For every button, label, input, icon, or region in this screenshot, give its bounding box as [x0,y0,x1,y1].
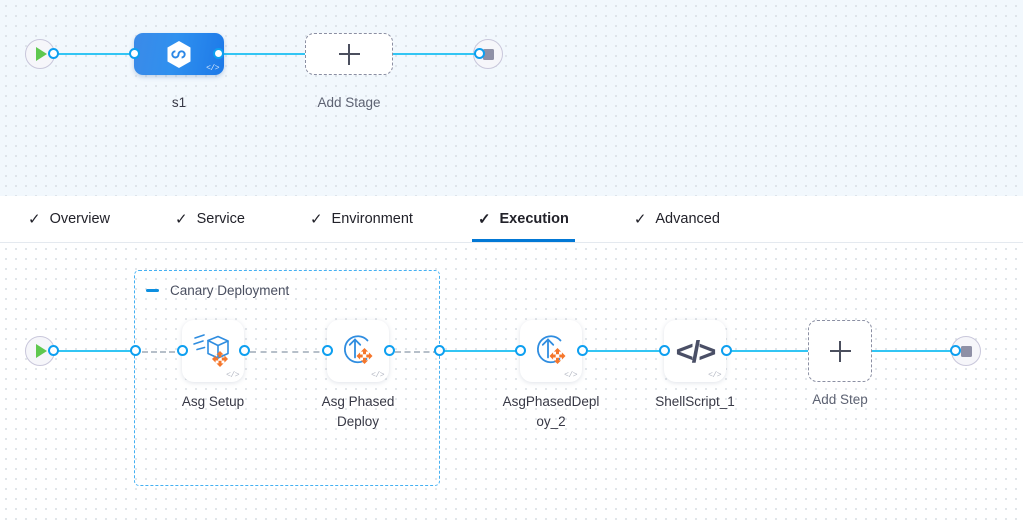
step-asg-phased-deploy-label: Asg Phased Deploy [313,392,403,432]
step-code-badge[interactable]: </> [564,371,577,380]
tab-environment[interactable]: ✓ Environment [304,196,419,242]
stage-config-tabs[interactable]: ✓ Overview ✓ Service ✓ Environment ✓ Exe… [0,196,1023,243]
group-in-port[interactable] [130,345,141,356]
stage-link-end [392,52,480,55]
exec-end-node[interactable] [951,336,981,366]
minus-icon[interactable] [146,289,159,292]
tab-advanced-label: Advanced [655,211,720,227]
step-asg-setup-out-port[interactable] [239,345,250,356]
add-stage-button[interactable] [305,33,393,75]
exec-link-step3-to-step4 [588,349,668,352]
stage-canvas[interactable]: </> s1 Add Stage [0,0,1023,196]
exec-link-dash-2 [250,350,330,353]
step-shellscript-1-in-port[interactable] [659,345,670,356]
exec-start-port[interactable] [48,345,59,356]
tab-service-label: Service [196,211,245,227]
step-code-badge[interactable]: </> [226,371,239,380]
stage-code-badge[interactable]: </> [206,64,219,73]
step-label-line-2: oy_2 [536,414,566,429]
step-group-canary-deployment[interactable] [134,270,440,486]
tab-overview[interactable]: ✓ Overview [22,196,116,242]
code-brackets-icon: </> [675,333,717,369]
step-node-asgphaseddeploy-2[interactable]: </> [520,320,582,382]
step-node-asg-setup[interactable]: </> [182,320,244,382]
step-label-line-1: Asg Phased Deploy [321,394,395,429]
plus-icon [829,340,851,362]
exec-link-start [52,349,137,352]
asg-setup-icon [193,334,229,367]
plus-icon [338,43,360,65]
step-node-asg-phased-deploy[interactable]: </> [327,320,389,382]
add-stage-label: Add Stage [317,95,381,110]
check-icon: ✓ [175,210,188,228]
step-group-header[interactable]: Canary Deployment [146,283,289,298]
add-step-button[interactable] [808,320,872,382]
exec-link-dash-3 [395,350,439,353]
check-icon: ✓ [309,210,323,228]
exec-link-group-to-step3 [440,349,524,352]
asg-phased-deploy-icon [344,335,373,364]
stage-node-in-port[interactable] [129,48,140,59]
step-node-shellscript-1[interactable]: </> </> [664,320,726,382]
tab-service[interactable]: ✓ Service [169,196,251,242]
exec-end-port[interactable] [950,345,961,356]
exec-link-dash-1 [142,350,184,353]
step-group-title: Canary Deployment [170,283,290,298]
exec-link-add-to-end [872,349,957,352]
stop-icon [960,345,972,357]
step-code-badge[interactable]: </> [371,371,384,380]
exec-link-step4-to-add [730,349,810,352]
step-asgphaseddeploy-2-label: AsgPhasedDepl oy_2 [496,392,606,432]
play-icon [36,344,47,358]
tab-advanced[interactable]: ✓ Advanced [628,196,726,242]
stage-node-label: s1 [171,95,187,110]
stage-node-out-port[interactable] [213,48,224,59]
step-asg-setup-label: Asg Setup [181,394,245,409]
execution-canvas[interactable]: Canary Deployment [0,243,1023,521]
step-code-badge[interactable]: </> [708,371,721,380]
group-out-port[interactable] [434,345,445,356]
stage-node-s1[interactable]: </> [134,33,224,75]
step-asgphaseddeploy-2-out-port[interactable] [577,345,588,356]
step-shellscript-1-out-port[interactable] [721,345,732,356]
stop-icon [482,48,494,60]
stage-link-start [52,52,140,55]
check-icon: ✓ [28,210,41,228]
step-label-line-1: AsgPhasedDepl [502,394,600,409]
play-icon [36,47,47,61]
stage-start-port[interactable] [48,48,59,59]
stage-end-port[interactable] [474,48,485,59]
tab-execution-label: Execution [499,211,569,227]
step-asgphaseddeploy-2-in-port[interactable] [515,345,526,356]
check-icon: ✓ [477,210,491,228]
asg-phased-deploy-icon [537,335,566,364]
tab-overview-label: Overview [49,211,111,227]
tab-environment-label: Environment [331,211,413,227]
step-asg-phased-deploy-in-port[interactable] [322,345,333,356]
step-asg-phased-deploy-out-port[interactable] [384,345,395,356]
add-step-label: Add Step [812,392,868,407]
step-asg-setup-in-port[interactable] [177,345,188,356]
stage-link-mid [218,52,310,55]
check-icon: ✓ [633,210,647,228]
tab-execution[interactable]: ✓ Execution [471,196,575,242]
hexagon-link-icon [166,40,192,69]
step-shellscript-1-label: ShellScript_1 [655,394,735,409]
